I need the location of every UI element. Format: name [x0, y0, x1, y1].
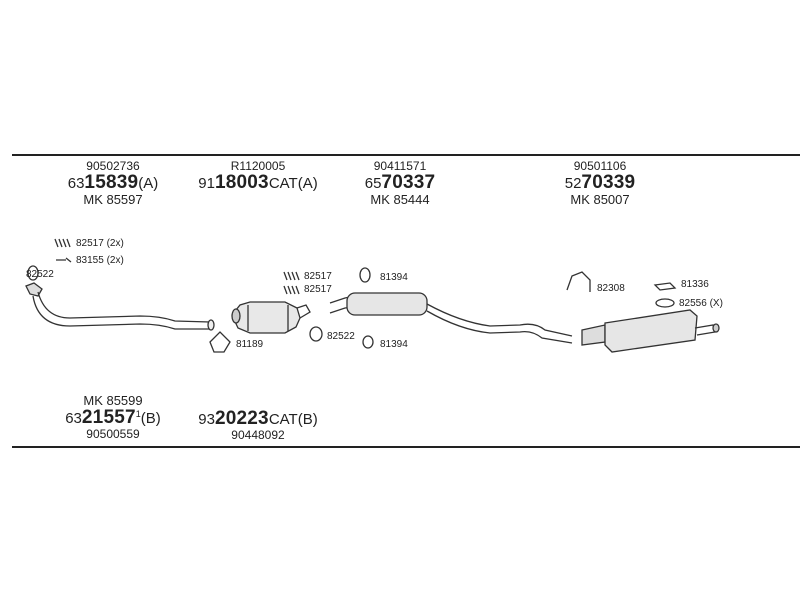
rear-silencer-ref: 90501106: [573, 159, 627, 173]
front-pipe-icon[interactable]: [25, 282, 215, 331]
gasket-82522-a-icon: [27, 265, 39, 281]
middle-silencer-ref: 90411571: [373, 159, 427, 173]
label-82517-2x: 82517 (2x): [76, 238, 124, 249]
label-81336: 81336: [681, 279, 709, 290]
label-81394-b: 81394: [380, 339, 408, 350]
catalyst-b-ref: 90448092: [231, 427, 285, 442]
rear-silencer-group[interactable]: 90501106 5270339 MK 85007: [535, 160, 665, 206]
front-pipe-mk: MK 85597: [83, 191, 143, 207]
label-83155-2x: 83155 (2x): [76, 255, 124, 266]
clamp-82308-icon: [566, 271, 591, 292]
label-81394-a: 81394: [380, 272, 408, 283]
bottom-divider: [12, 446, 800, 448]
clamps-82517-cat-icon: [283, 271, 300, 295]
middle-silencer-mk: MK 85444: [370, 191, 430, 207]
hanger-81336-icon: [653, 282, 677, 291]
front-pipe-ref: 90502736: [86, 159, 140, 173]
catalytic-converter-icon[interactable]: [231, 301, 311, 334]
front-pipe-group[interactable]: 90502736 6315839(A) MK 85597: [48, 160, 178, 206]
middle-silencer-group[interactable]: 90411571 6570337 MK 85444: [335, 160, 465, 206]
label-82308: 82308: [597, 283, 625, 294]
front-pipe-partnumber: 6315839(A): [67, 171, 159, 193]
gasket-81189-icon: [209, 331, 231, 353]
catalyst-b-partnumber: 9320223CAT(B): [198, 408, 318, 429]
label-82517-a: 82517: [304, 271, 332, 282]
label-82522-a: 82522: [26, 269, 54, 280]
front-pipe-b-partnumber: 63215571(B): [65, 406, 161, 428]
rear-silencer-partnumber: 5270339: [564, 171, 636, 193]
ring-82556-icon: [655, 298, 675, 308]
bolt-83155-icon: [56, 257, 72, 263]
front-pipe-b-ref: 90500559: [86, 426, 140, 441]
middle-silencer-icon[interactable]: [329, 292, 573, 344]
catalyst-group[interactable]: R1120005 9118003CAT(A): [188, 160, 328, 193]
catalyst-b-group[interactable]: 9320223CAT(B) 90448092: [188, 409, 328, 442]
rear-silencer-icon[interactable]: [581, 309, 720, 353]
top-divider: [12, 154, 800, 156]
clamp-82517-icon: [54, 238, 71, 248]
hanger-81394-a-icon: [359, 267, 371, 283]
front-pipe-b-group[interactable]: MK 85599 63215571(B) 90500559: [48, 394, 178, 440]
label-82522-b: 82522: [327, 331, 355, 342]
label-82556-x: 82556 (X): [679, 298, 723, 309]
catalyst-ref: R1120005: [230, 159, 286, 173]
rear-silencer-mk: MK 85007: [570, 191, 630, 207]
label-81189: 81189: [236, 339, 264, 350]
gasket-82522-b-icon: [309, 326, 323, 342]
hanger-81394-b-icon: [362, 335, 374, 349]
label-82517-b: 82517: [304, 284, 332, 295]
middle-silencer-partnumber: 6570337: [364, 171, 436, 193]
front-pipe-b-mk: MK 85599: [83, 393, 143, 408]
catalyst-partnumber: 9118003CAT(A): [198, 171, 318, 193]
